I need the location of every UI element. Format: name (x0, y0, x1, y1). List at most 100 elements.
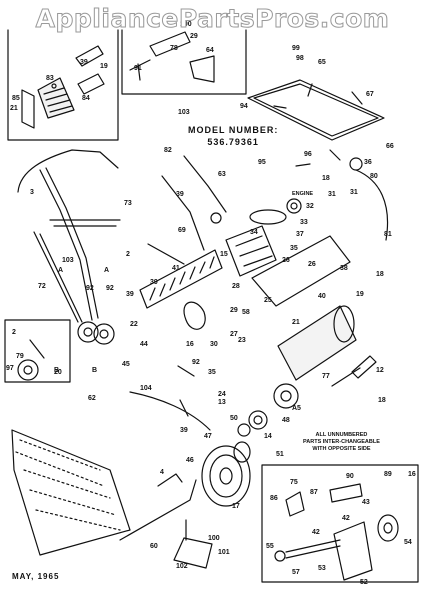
part-12-bar (351, 355, 377, 379)
callout-21: 21 (10, 105, 18, 112)
callout-31: 31 (328, 191, 336, 198)
callout-103: 103 (62, 257, 74, 264)
rod-60 (119, 479, 197, 541)
model-number-block: MODEL NUMBER: 536.79361 (188, 124, 278, 148)
part-48-gear (248, 410, 268, 430)
callout-103: 103 (178, 109, 190, 116)
model-number-label: MODEL NUMBER: (188, 125, 279, 135)
callout-29: 29 (230, 307, 238, 314)
callout-B: B (92, 367, 97, 374)
callout-25: 25 (264, 297, 272, 304)
callout-42: 42 (312, 529, 320, 536)
rear-wheel-right (93, 323, 115, 345)
handle-bar (17, 149, 119, 193)
callout-16: 16 (186, 341, 194, 348)
callout-39: 39 (150, 279, 158, 286)
rod-104 (129, 391, 211, 431)
callout-92: 92 (192, 359, 200, 366)
callout-A5: A5 (292, 405, 301, 412)
callout-84: 84 (82, 95, 90, 102)
callout-89: 89 (384, 471, 392, 478)
callout-22: 22 (130, 321, 138, 328)
part-100-bracket (173, 537, 213, 569)
callout-102: 102 (176, 563, 188, 570)
callout-54: 54 (404, 539, 412, 546)
part-86-shaft (285, 491, 305, 517)
callout-60: 60 (150, 543, 158, 550)
callout-45: 45 (122, 361, 130, 368)
callout-65: 65 (318, 59, 326, 66)
callout-64: 64 (206, 47, 214, 54)
callout-38: 38 (340, 265, 348, 272)
callout-35: 35 (290, 245, 298, 252)
callout-75: 75 (290, 479, 298, 486)
callout-58: 58 (242, 309, 250, 316)
callout-4: 4 (160, 469, 164, 476)
callout-100: 100 (180, 21, 192, 28)
callout-96: 96 (304, 151, 312, 158)
callout-99: 99 (292, 45, 300, 52)
grass-bag-frame (247, 79, 385, 141)
transmission-housing (225, 225, 277, 277)
callout-18: 18 (378, 397, 386, 404)
callout-39: 39 (126, 291, 134, 298)
callout-19: 19 (100, 63, 108, 70)
part-85-bracket (21, 89, 35, 129)
callout-20: 20 (54, 369, 62, 376)
inset-box-top-left (7, 29, 119, 141)
part-33-belt (249, 209, 287, 225)
callout-67: 67 (366, 91, 374, 98)
model-number: 536.79361 (207, 137, 259, 147)
callout-31: 31 (350, 189, 358, 196)
callout-104: 104 (140, 385, 152, 392)
callout-50: 50 (230, 415, 238, 422)
callout-79: 79 (16, 353, 24, 360)
callout-51: 51 (276, 451, 284, 458)
callout-18: 18 (322, 175, 330, 182)
callout-A: A (58, 267, 63, 274)
callout-72: 72 (38, 283, 46, 290)
callout-32: 32 (306, 203, 314, 210)
part-47-hub (233, 441, 251, 463)
callout-26: 26 (308, 261, 316, 268)
part-54-wheel (377, 514, 399, 542)
callout-23: 23 (238, 337, 246, 344)
callout-2: 2 (126, 251, 130, 258)
interchangeable-note: ALL UNNUMBERED PARTS INTER-CHANGEABLE WI… (303, 432, 380, 452)
callout-57: 57 (292, 569, 300, 576)
callout-52: 52 (360, 579, 368, 586)
part-52-housing (333, 521, 373, 581)
callout-91: 91 (134, 65, 142, 72)
callout-17: 17 (232, 503, 240, 510)
part-64-plate (189, 55, 215, 83)
callout-12: 12 (376, 367, 384, 374)
linkage-rod-69 (161, 175, 205, 251)
callout-82: 82 (164, 147, 172, 154)
callout-39: 39 (180, 427, 188, 434)
callout-46: 46 (186, 457, 194, 464)
callout-87: 87 (310, 489, 318, 496)
callout-35: 35 (208, 369, 216, 376)
callout-B: B (54, 367, 59, 374)
callout-94: 94 (240, 103, 248, 110)
callout-36: 36 (364, 159, 372, 166)
inset-box-top-middle (121, 29, 247, 95)
callout-63: 63 (218, 171, 226, 178)
callout-15: 15 (220, 251, 228, 258)
callout-73: 73 (124, 200, 132, 207)
callout-69: 69 (178, 227, 186, 234)
callout-27: 27 (230, 331, 238, 338)
callout-47: 47 (204, 433, 212, 440)
callout-62: 62 (88, 395, 96, 402)
callout-33: 33 (300, 219, 308, 226)
callout-53: 53 (318, 565, 326, 572)
part-46-tire (201, 445, 251, 507)
part-55-nut (274, 550, 286, 562)
callout-66: 66 (386, 143, 394, 150)
callout-48: 48 (282, 417, 290, 424)
callout-39: 39 (80, 59, 88, 66)
callout-101: 101 (218, 549, 230, 556)
callout-55: 55 (266, 543, 274, 550)
